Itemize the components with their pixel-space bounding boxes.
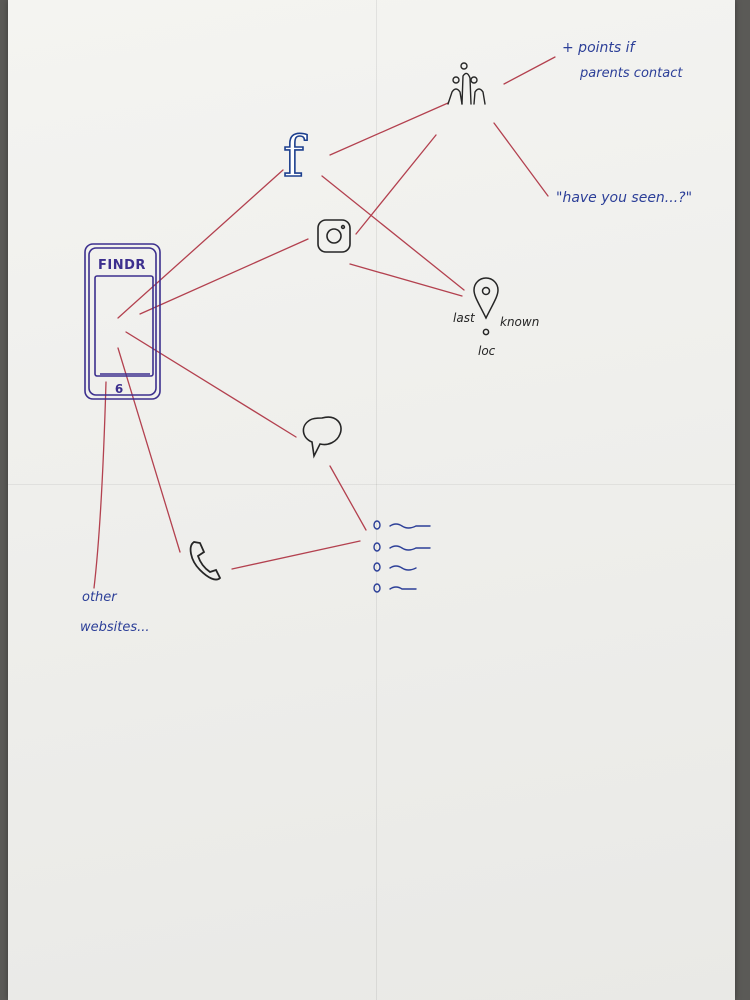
connector-facebook-location [321, 175, 465, 291]
websites-label-line2: websites... [80, 620, 150, 635]
connector-phone-websites [93, 381, 107, 589]
connector-phone-facebook [117, 169, 284, 319]
connector-parents-quote [493, 122, 549, 197]
contact-list-icon [373, 520, 431, 593]
connector-phone-chat [125, 331, 297, 438]
parents-note-line1: + points if [562, 40, 635, 56]
connector-call-list [231, 540, 361, 570]
location-label-last: last [453, 311, 475, 325]
parents-icon [447, 62, 486, 105]
fold-line-vertical [376, 0, 377, 1000]
phone-home-button: 6 [114, 382, 124, 396]
connector-facebook-parents [329, 102, 449, 156]
connector-phone-call [117, 347, 181, 553]
connector-lines [93, 56, 556, 589]
phone-call-icon [189, 541, 222, 581]
connector-instagram-parents [355, 134, 437, 235]
facebook-icon: f [282, 125, 304, 190]
connector-chat-list [329, 465, 367, 531]
websites-label-line1: other [82, 590, 117, 605]
paper-sheet [8, 0, 735, 1000]
connector-phone-instagram [139, 238, 309, 315]
location-label-loc: loc [478, 344, 496, 358]
chat-bubble-icon [302, 416, 342, 459]
location-pin-icon [473, 277, 499, 336]
connector-parents-note [503, 56, 556, 85]
quote-text: "have you seen...?" [556, 190, 693, 206]
location-label-known: known [500, 315, 540, 329]
phone-app-title: FINDR [98, 258, 146, 273]
phone-icon [84, 243, 161, 400]
parents-note-line2: parents contact [580, 66, 683, 81]
instagram-icon [317, 219, 351, 253]
connector-instagram-location [349, 263, 463, 297]
fold-line-horizontal [8, 484, 735, 485]
